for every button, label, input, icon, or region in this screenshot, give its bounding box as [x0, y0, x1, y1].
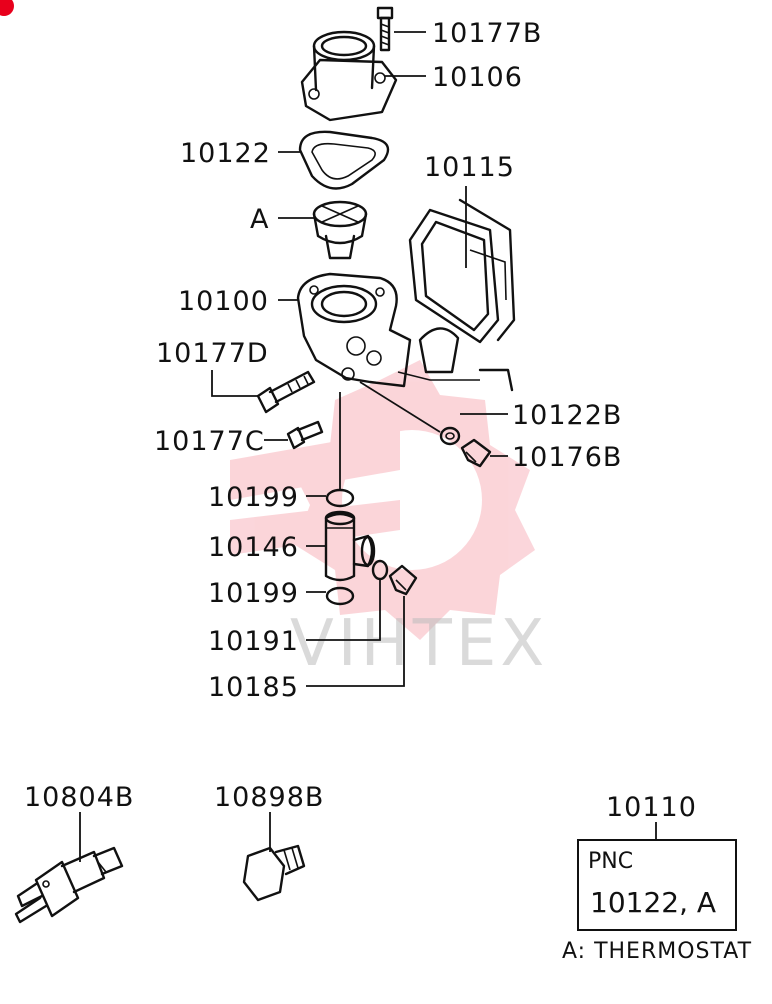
label-10185: 10185 [208, 672, 299, 703]
bolt-10177D [256, 370, 316, 414]
washer-10122B [439, 426, 461, 446]
legend-thermostat: A: THERMOSTAT [562, 939, 752, 964]
plug-10185 [388, 564, 418, 596]
label-10115: 10115 [424, 152, 515, 183]
label-10106: 10106 [432, 62, 523, 93]
label-10804B: 10804B [24, 782, 134, 813]
pnc-box-title: PNC [588, 849, 633, 874]
label-10177C: 10177C [154, 426, 265, 457]
inlet-housing-10100 [296, 272, 412, 388]
label-10110: 10110 [606, 792, 697, 823]
label-10122B: 10122B [512, 400, 622, 431]
tee-fitting-10146 [324, 510, 376, 582]
washer-10191 [371, 559, 389, 581]
engine-block-10115 [397, 198, 516, 392]
pnc-box-value: 10122, A [590, 886, 716, 919]
corner-mark [0, 0, 14, 16]
label-10898B: 10898B [214, 782, 324, 813]
watermark-text: VIHTEX [290, 607, 548, 681]
oring-10199-bottom [325, 586, 355, 606]
sensor-10804B [14, 846, 124, 924]
watermark-logo [230, 360, 535, 640]
label-10176B: 10176B [512, 442, 622, 473]
outlet-housing-10106 [300, 30, 398, 122]
label-10122: 10122 [180, 138, 271, 169]
pnc-box: PNC 10122, A [577, 839, 737, 931]
plug-10898B [242, 844, 306, 902]
bolt-10177C [286, 420, 324, 450]
label-10100: 10100 [178, 286, 269, 317]
label-10199-top: 10199 [208, 482, 299, 513]
label-10177D: 10177D [156, 338, 269, 369]
thermostat-A [312, 200, 368, 260]
label-10146: 10146 [208, 532, 299, 563]
label-10191: 10191 [208, 626, 299, 657]
label-A: A [250, 204, 269, 235]
leader-lines [79, 31, 657, 862]
plug-10176B [460, 438, 492, 468]
gasket-10122 [298, 130, 390, 190]
bolt-10177B [376, 6, 394, 52]
label-10199-bottom: 10199 [208, 578, 299, 609]
label-10177B: 10177B [432, 18, 542, 49]
